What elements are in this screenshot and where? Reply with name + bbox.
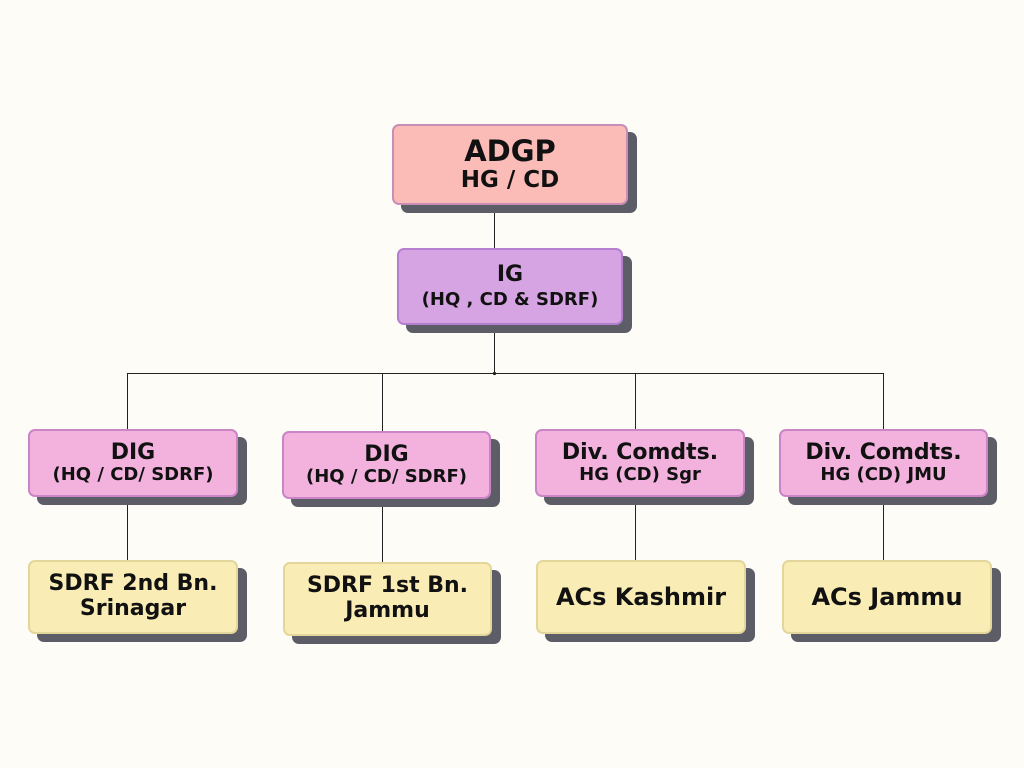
node-dig-2: DIG (HQ / CD/ SDRF) (282, 431, 491, 499)
node-div-comdts-sgr-subtitle: HG (CD) Sgr (579, 464, 701, 486)
node-acs-jammu-label: ACs Jammu (811, 582, 963, 611)
node-dig-2-title: DIG (364, 441, 409, 467)
node-sdrf-1st-bn-line2: Jammu (345, 598, 430, 623)
node-div-comdts-sgr: Div. Comdts. HG (CD) Sgr (535, 429, 745, 497)
node-acs-kashmir-label: ACs Kashmir (555, 582, 727, 611)
node-sdrf-2nd-bn-line1: SDRF 2nd Bn. (48, 571, 218, 597)
node-ig-subtitle: (HQ , CD & SDRF) (421, 288, 599, 310)
node-adgp-title: ADGP (464, 134, 556, 169)
node-ig: IG (HQ , CD & SDRF) (397, 248, 623, 325)
node-adgp-subtitle: HG / CD (460, 166, 560, 193)
node-dig-1-subtitle: (HQ / CD/ SDRF) (52, 464, 214, 486)
connector-junction (492, 371, 497, 376)
node-ig-title: IG (496, 262, 524, 288)
node-acs-jammu: ACs Jammu (782, 560, 992, 634)
node-sdrf-1st-bn: SDRF 1st Bn. Jammu (283, 562, 492, 636)
node-sdrf-1st-bn-line1: SDRF 1st Bn. (306, 573, 469, 599)
node-dig-1-title: DIG (110, 439, 156, 465)
node-sdrf-2nd-bn: SDRF 2nd Bn. Srinagar (28, 560, 238, 634)
node-div-comdts-jmu: Div. Comdts. HG (CD) JMU (779, 429, 988, 497)
node-div-comdts-jmu-subtitle: HG (CD) JMU (820, 464, 947, 486)
node-adgp: ADGP HG / CD (392, 124, 628, 205)
node-sdrf-2nd-bn-line2: Srinagar (79, 596, 187, 621)
node-div-comdts-jmu-title: Div. Comdts. (805, 439, 962, 465)
node-dig-1: DIG (HQ / CD/ SDRF) (28, 429, 238, 497)
node-dig-2-subtitle: (HQ / CD/ SDRF) (306, 466, 467, 488)
node-div-comdts-sgr-title: Div. Comdts. (561, 439, 719, 465)
node-acs-kashmir: ACs Kashmir (536, 560, 746, 634)
